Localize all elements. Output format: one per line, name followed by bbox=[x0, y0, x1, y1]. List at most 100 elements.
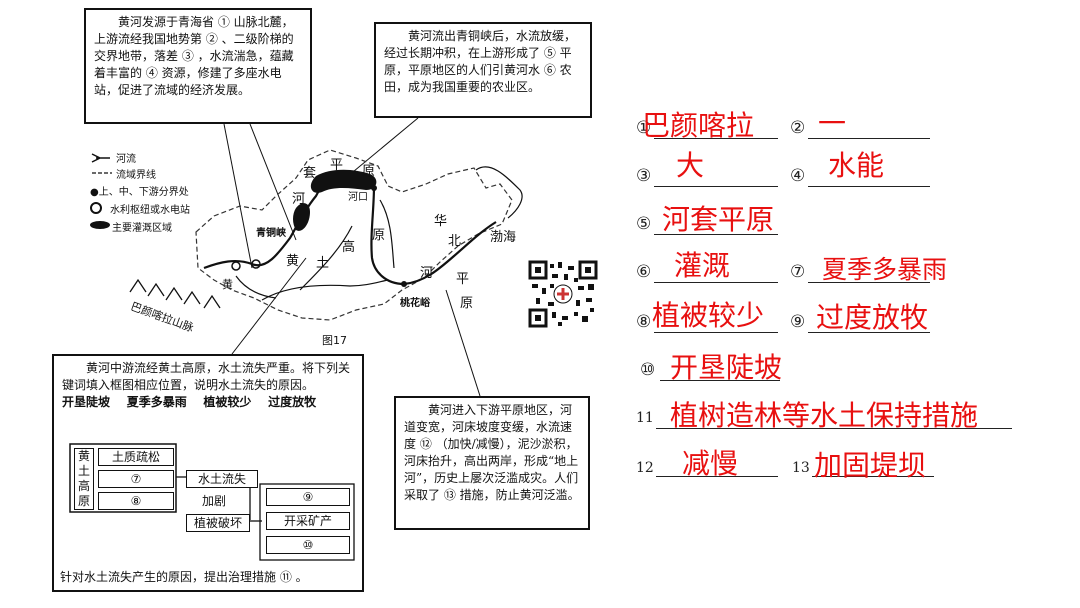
division-point-taohuayu bbox=[401, 281, 407, 287]
answer-blank-line bbox=[660, 380, 780, 381]
answer-12: 减慢 bbox=[682, 447, 739, 480]
legend-irrigation: 主要灌溉区域 bbox=[112, 223, 172, 234]
map-label-river-huang: 黄 bbox=[222, 278, 233, 291]
answer-number: 12 bbox=[636, 460, 654, 476]
answer-number: ⑦ bbox=[790, 262, 806, 282]
answer-number: ④ bbox=[790, 166, 806, 186]
answer-number: ⑩ bbox=[640, 360, 656, 380]
answer-blank-line bbox=[808, 282, 930, 283]
answer-number: 11 bbox=[636, 410, 654, 426]
map-label-bohai: 渤海 bbox=[490, 230, 517, 245]
answer-10: 开垦陡坡 bbox=[670, 351, 783, 384]
legend-dam-symbol bbox=[90, 202, 102, 214]
map-label-hekou: 河口 bbox=[348, 192, 368, 203]
leader-line bbox=[249, 123, 297, 241]
tributary bbox=[261, 279, 389, 301]
answer-blank-line bbox=[654, 186, 778, 187]
fc-outer-frame bbox=[69, 443, 177, 513]
answer-number: ⑥ bbox=[636, 262, 652, 282]
middle-keywords: 开垦陡坡 夏季多暴雨 植被较少 过度放牧 bbox=[62, 395, 317, 409]
tributary bbox=[299, 225, 353, 291]
answer-blank-line bbox=[808, 186, 930, 187]
mountain-range-symbol bbox=[129, 278, 221, 309]
answer-3: 大 bbox=[676, 149, 705, 182]
source-text: 黄河发源于青海省 ① 山脉北麓，上游流经我国地势第 ② 、二级阶梯的交界地带，落… bbox=[94, 15, 294, 97]
map-label-ping: 平 bbox=[330, 158, 344, 173]
answer-blank-line bbox=[654, 332, 778, 333]
answer-8: 植被较少 bbox=[652, 299, 765, 332]
answer-4: 水能 bbox=[828, 149, 885, 182]
map-label-huang: 黄 bbox=[286, 254, 300, 269]
tributary bbox=[379, 199, 395, 269]
qr-code-icon bbox=[528, 260, 598, 328]
map-label-gao: 高 bbox=[342, 240, 356, 255]
map-label-yuan3: 原 bbox=[460, 296, 474, 311]
irrigation-area-ningxia bbox=[293, 203, 310, 231]
map-label-yuan: 原 bbox=[362, 164, 376, 179]
basin-boundary bbox=[195, 149, 513, 321]
fc-blank-10: ⑩ bbox=[266, 536, 350, 554]
leader-line bbox=[445, 289, 481, 397]
answer-13: 加固堤坝 bbox=[814, 449, 927, 482]
map-label-tu: 土 bbox=[316, 256, 330, 271]
answer-blank-line bbox=[654, 138, 778, 139]
fc-soil-loss: 水土流失 bbox=[186, 470, 258, 488]
answer-blank-line bbox=[808, 332, 930, 333]
answer-number: ② bbox=[790, 118, 806, 138]
map-label-hua: 华 bbox=[434, 214, 448, 229]
legend-division: ●上、中、下游分界处 bbox=[90, 187, 189, 198]
answer-number: ⑨ bbox=[790, 312, 806, 332]
division-point-hekou bbox=[371, 185, 377, 191]
fc-plateau: 黄土高原 bbox=[74, 448, 94, 510]
answer-blank-line bbox=[654, 282, 778, 283]
fc-blank-7: ⑦ bbox=[98, 470, 174, 488]
leader-line bbox=[231, 257, 307, 355]
answer-2: 一 bbox=[818, 107, 847, 140]
answer-number: ① bbox=[636, 118, 652, 138]
fc-aggravate: 加剧 bbox=[202, 494, 227, 508]
answer-11: 植树造林等水土保持措施 bbox=[670, 399, 979, 432]
answer-blank-line bbox=[656, 428, 1012, 429]
answer-blank-line bbox=[808, 138, 930, 139]
lower-text: 黄河进入下游平原地区，河道变宽，河床坡度变缓，水流速度 ⑫ （加快/减慢），泥沙… bbox=[404, 403, 580, 502]
answer-7: 夏季多暴雨 bbox=[822, 255, 948, 284]
fc-mining: 开采矿产 bbox=[266, 512, 350, 530]
answer-number: ⑧ bbox=[636, 312, 652, 332]
fc-soil: 土质疏松 bbox=[98, 448, 174, 466]
map-label-yuan2: 原 bbox=[372, 228, 386, 243]
answer-blank-line bbox=[812, 476, 934, 477]
answer-blank-line bbox=[656, 476, 778, 477]
legend-boundary: 流域界线 bbox=[116, 170, 156, 181]
tributary bbox=[235, 275, 277, 299]
map-label-taohuayu: 桃花峪 bbox=[400, 298, 430, 309]
map-label-he: 河 bbox=[292, 192, 306, 207]
answer-6: 灌溉 bbox=[674, 249, 731, 282]
map-label-bei: 北 bbox=[448, 234, 462, 249]
answer-5: 河套平原 bbox=[662, 203, 775, 236]
fc-vegetation-damage: 植被破坏 bbox=[186, 514, 250, 532]
source-info-box: 黄河发源于青海省 ① 山脉北麓，上游流经我国地势第 ② 、二级阶梯的交界地带，落… bbox=[84, 8, 312, 124]
legend-irrigation-symbol bbox=[90, 221, 110, 229]
irrigation-area-hetao bbox=[310, 169, 377, 193]
answer-blank-line bbox=[654, 234, 778, 235]
figure-number: 图17 bbox=[322, 334, 347, 347]
map-label-he2: 河 bbox=[420, 266, 434, 281]
coastline bbox=[475, 166, 523, 219]
legend-river-symbol bbox=[91, 153, 110, 163]
answer-9: 过度放牧 bbox=[816, 301, 929, 334]
lower-reach-info-box: 黄河进入下游平原地区，河道变宽，河床坡度变缓，水流速度 ⑫ （加快/减慢），泥沙… bbox=[394, 396, 590, 530]
map-label-qingtongxia: 青铜峡 bbox=[256, 228, 286, 239]
dam-icon bbox=[231, 259, 261, 271]
qingtong-info-box: 黄河流出青铜峡后，水流放缓，经过长期冲积，在上游形成了 ⑤ 平原，平原地区的人们… bbox=[374, 22, 592, 118]
answer-1: 巴颜喀拉 bbox=[642, 109, 755, 142]
leader-line bbox=[223, 123, 253, 269]
legend-dam: 水利枢纽或水电站 bbox=[110, 205, 190, 216]
fc-blank-8: ⑧ bbox=[98, 492, 174, 510]
answer-number: ⑤ bbox=[636, 214, 652, 234]
fc-blank-9: ⑨ bbox=[266, 488, 350, 506]
legend-river: 河流 bbox=[116, 154, 136, 165]
fc-human-frame bbox=[259, 483, 355, 561]
answer-number: ③ bbox=[636, 166, 652, 186]
middle-footer: 针对水土流失产生的原因，提出治理措施 ⑪ 。 bbox=[60, 570, 308, 584]
